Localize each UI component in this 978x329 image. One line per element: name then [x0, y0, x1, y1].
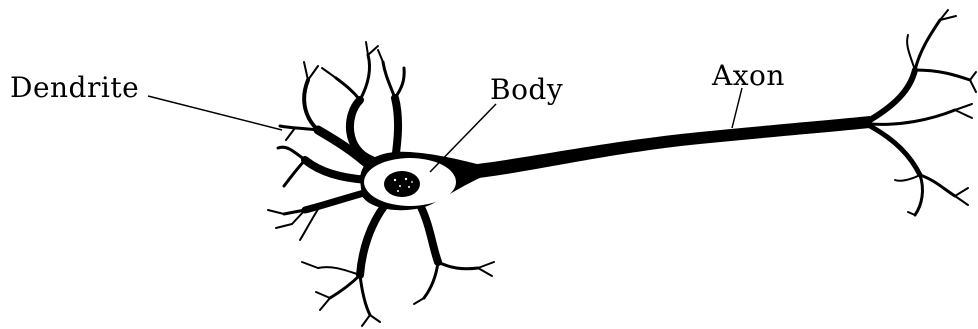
- axon-terminal: [955, 188, 968, 196]
- axon-terminal: [915, 70, 970, 80]
- axon-terminal: [907, 35, 915, 70]
- axon-terminal: [870, 70, 915, 120]
- axon-terminal: [955, 110, 972, 118]
- dendrite-branch: [478, 268, 492, 276]
- dendrite-branch: [304, 80, 318, 130]
- dendrite-branch: [414, 298, 424, 304]
- dendrite-branch: [330, 275, 360, 298]
- axon-terminals: [870, 10, 976, 215]
- dendrite-branch: [302, 262, 318, 268]
- axon-terminal: [970, 80, 976, 92]
- nucleus: [384, 171, 420, 197]
- dendrite-branch: [318, 130, 372, 168]
- dendrite-branch: [284, 160, 305, 186]
- dendrite-branch: [383, 62, 395, 98]
- dendrite-branch: [305, 192, 368, 210]
- axon-terminal: [915, 20, 940, 70]
- axon-leader-line: [732, 88, 742, 128]
- dendrite-branch: [424, 262, 438, 298]
- dendrite-branch: [362, 315, 370, 326]
- dendrite-label: Dendrite: [10, 74, 139, 102]
- dendrite-branch: [366, 42, 368, 55]
- dendrite-branch: [370, 315, 380, 322]
- axon-terminal: [870, 126, 920, 175]
- dendrite-branch: [438, 262, 478, 269]
- dendrite-branch: [304, 62, 308, 80]
- dendrite-branch: [276, 224, 292, 228]
- dendrite-branch: [305, 160, 368, 180]
- dendrite-branch: [308, 66, 318, 80]
- body-label: Body: [490, 76, 563, 104]
- axon-terminal: [920, 175, 955, 196]
- dendrite-branch: [395, 68, 404, 98]
- axon-terminal: [955, 196, 968, 205]
- dendrite-branch: [360, 55, 370, 100]
- dendrite-branch: [316, 292, 330, 298]
- dendrite-branch: [378, 50, 383, 62]
- dendrite-branch: [322, 68, 336, 78]
- dendrite-branch: [395, 98, 398, 160]
- axon-label: Axon: [712, 62, 785, 90]
- axon-terminal: [895, 175, 920, 181]
- dendrite-branch: [420, 205, 438, 262]
- axon-terminal: [970, 72, 976, 80]
- axon-terminal: [955, 104, 972, 110]
- axon-terminal: [908, 212, 915, 215]
- dendrite-branch: [320, 298, 330, 310]
- dendrite-leader-line: [148, 96, 282, 130]
- dendrite-branch: [368, 46, 378, 55]
- dendrite-branch: [268, 210, 284, 214]
- dendrite-branch: [478, 262, 494, 268]
- axon: [460, 116, 870, 180]
- dendrite-branch: [286, 128, 295, 140]
- dendrite-branch: [336, 78, 360, 100]
- axon-terminal: [915, 175, 922, 215]
- dendrite-branch: [278, 147, 305, 160]
- dendrite-branch: [318, 267, 360, 275]
- dendrite-branch: [360, 205, 385, 275]
- dendrite-branch: [360, 275, 370, 315]
